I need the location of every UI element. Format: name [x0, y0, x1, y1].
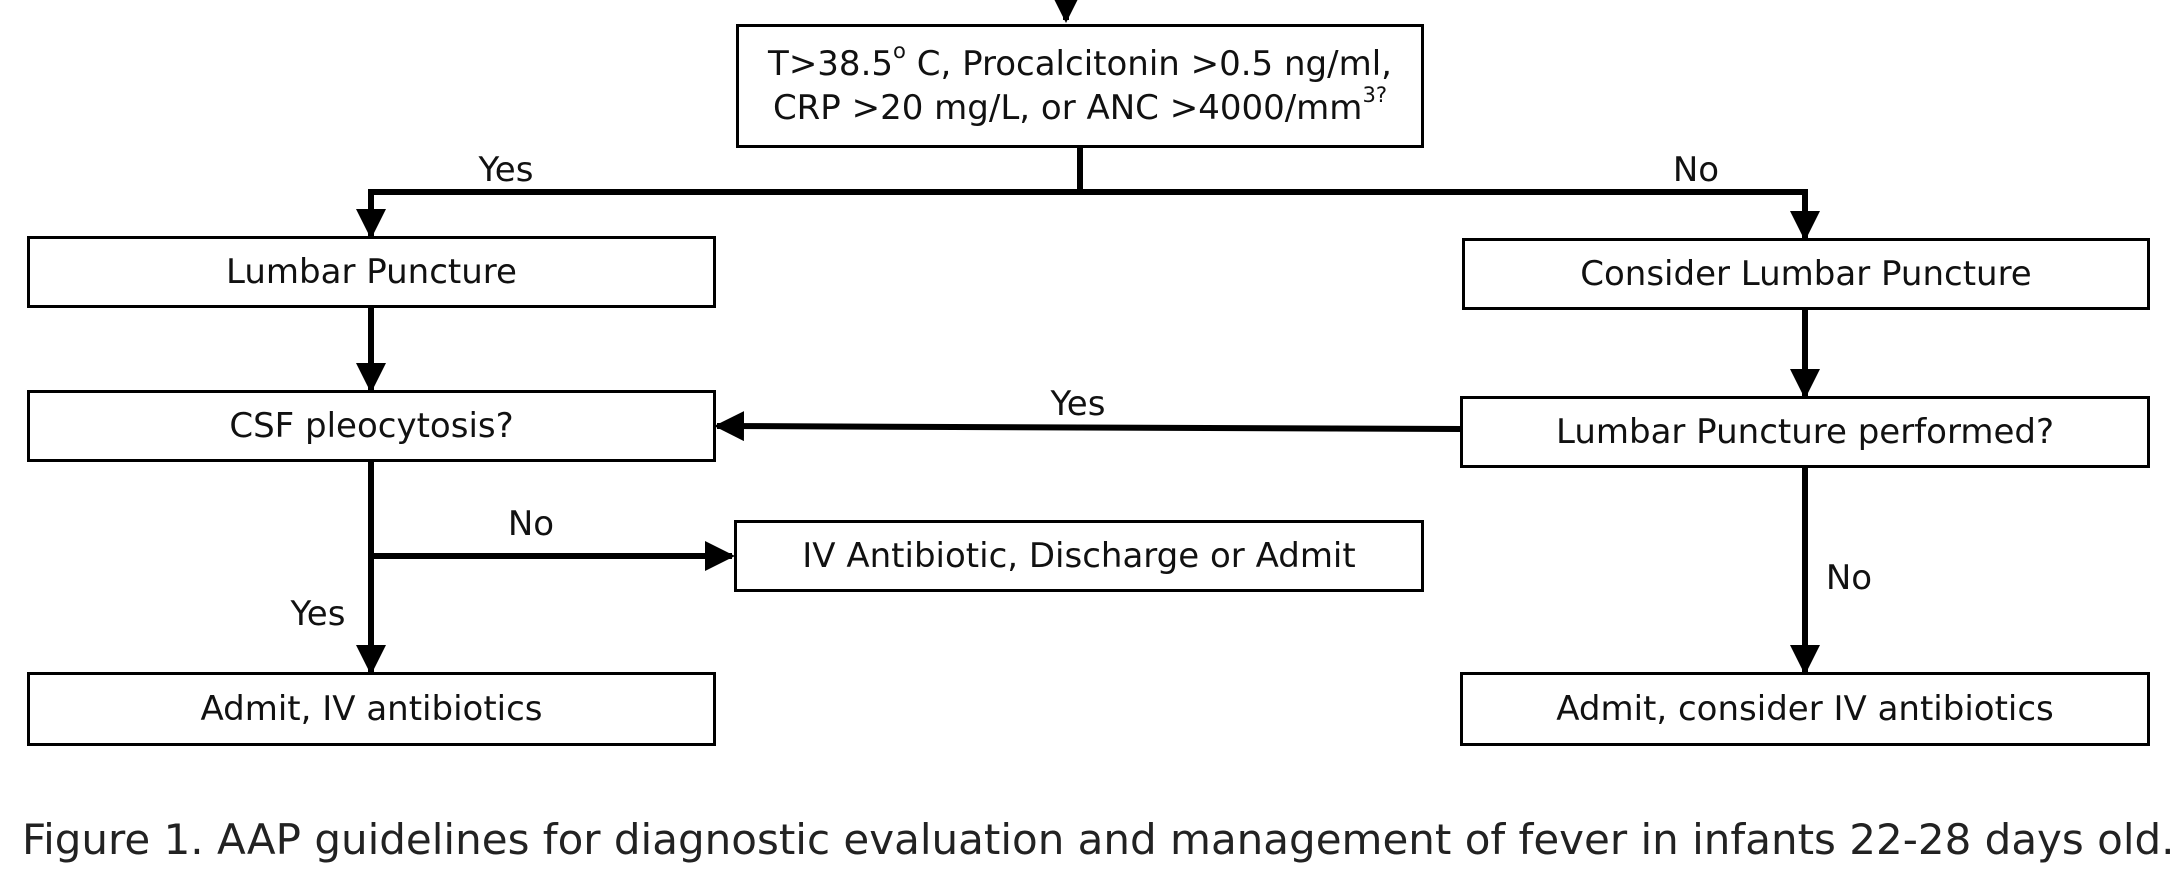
start-criteria-line-2: CRP >20 mg/L, or ANC >4000/mm3? — [772, 82, 1388, 128]
consider-lumbar-puncture-label: Consider Lumbar Puncture — [1580, 253, 2032, 294]
start-criteria-box: T>38.5o C, Procalcitonin >0.5 ng/ml, CRP… — [736, 24, 1424, 148]
start-no-label: No — [1672, 150, 1720, 190]
lumbar-puncture-box: Lumbar Puncture — [27, 236, 716, 308]
csf-pleocytosis-box: CSF pleocytosis? — [27, 390, 716, 462]
figure-caption: Figure 1. AAP guidelines for diagnostic … — [22, 815, 2174, 864]
lp-performed-label: Lumbar Puncture performed? — [1555, 411, 2055, 452]
consider-lumbar-puncture-box: Consider Lumbar Puncture — [1462, 238, 2150, 310]
lumbar-puncture-label: Lumbar Puncture — [226, 251, 517, 292]
lp-performed-no-label: No — [1825, 558, 1873, 598]
admit-consider-iv-label: Admit, consider IV antibiotics — [1556, 688, 2054, 729]
iv-discharge-admit-box: IV Antibiotic, Discharge or Admit — [734, 520, 1424, 592]
admit-consider-iv-box: Admit, consider IV antibiotics — [1460, 672, 2150, 746]
start-yes-label: Yes — [478, 150, 534, 190]
admit-iv-antibiotics-label: Admit, IV antibiotics — [200, 688, 543, 729]
csf-no-label: No — [507, 504, 555, 544]
performed-yes-arrow — [714, 411, 1462, 442]
start-criteria-line-1: T>38.5o C, Procalcitonin >0.5 ng/ml, — [768, 37, 1392, 84]
csf-yes-label: Yes — [290, 594, 346, 634]
csf-pleocytosis-label: CSF pleocytosis? — [229, 405, 514, 446]
iv-discharge-admit-label: IV Antibiotic, Discharge or Admit — [802, 535, 1356, 576]
admit-iv-antibiotics-box: Admit, IV antibiotics — [27, 672, 716, 746]
lp-performed-yes-label: Yes — [1050, 384, 1106, 424]
lp-performed-box: Lumbar Puncture performed? — [1460, 396, 2150, 468]
